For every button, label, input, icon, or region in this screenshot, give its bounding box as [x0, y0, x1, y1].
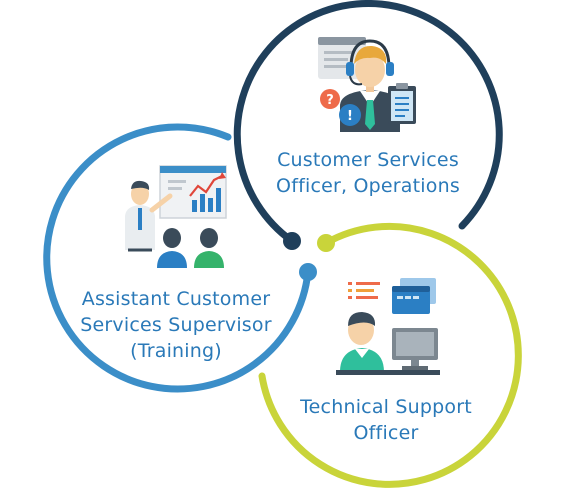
role-label-assistant-supervisor: Assistant Customer Services Supervisor (…: [52, 286, 300, 364]
role-label-line: Customer Services: [277, 149, 459, 171]
role-label-customer-services-officer: Customer Services Officer, Operations: [248, 147, 488, 199]
role-label-line: Technical Support: [300, 396, 472, 418]
role-label-technical-support-officer: Technical Support Officer: [268, 394, 504, 446]
presentation-training-icon: [125, 165, 227, 268]
desktop-support-icon: [336, 278, 440, 375]
call-center-agent-icon: ? !: [318, 37, 416, 132]
role-label-line: Officer: [353, 422, 419, 444]
svg-text:?: ?: [326, 93, 334, 108]
svg-text:!: !: [347, 109, 353, 124]
tso-ring-end-dot: [317, 234, 335, 252]
acss-ring: [43, 123, 312, 393]
cso-ring-end-dot: [283, 232, 301, 250]
role-label-line: Officer, Operations: [276, 175, 460, 197]
acss-ring-end-dot: [299, 263, 317, 281]
role-label-line: Services Supervisor: [80, 314, 272, 336]
cso-ring: [233, 0, 503, 245]
role-label-line: Assistant Customer: [81, 288, 271, 310]
role-label-line: (Training): [130, 340, 222, 362]
tso-ring: [258, 222, 522, 488]
